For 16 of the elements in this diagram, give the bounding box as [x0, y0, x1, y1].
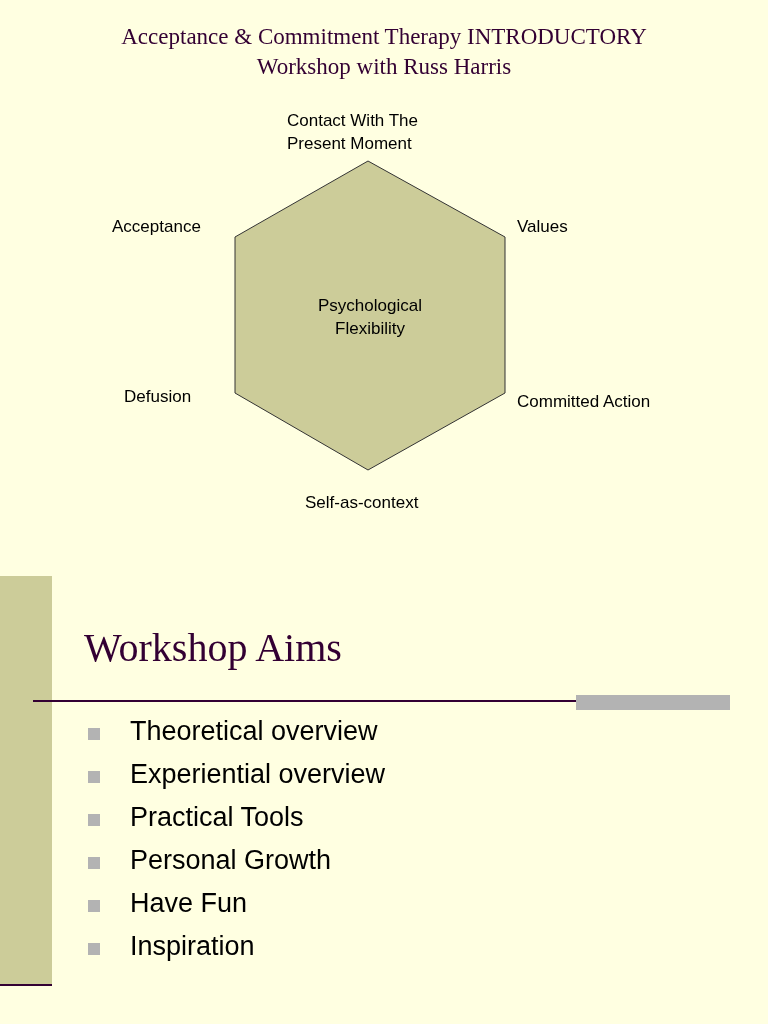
- bullet-text: Personal Growth: [130, 845, 332, 876]
- bullet-text: Theoretical overview: [130, 716, 378, 747]
- center-label: Psychological Flexibility: [317, 295, 423, 340]
- vertex-label: Contact With The Present Moment: [287, 110, 420, 155]
- hexagon-shape: [235, 160, 505, 471]
- slide-title: Acceptance & Commitment Therapy INTRODUCTORY Workshop with Russ Harris: [120, 23, 648, 81]
- bullet-text: Have Fun: [130, 888, 248, 919]
- vertex-label: Acceptance: [112, 216, 202, 238]
- vertex-label: Defusion: [124, 386, 193, 408]
- vertex-label: Values: [517, 216, 569, 238]
- bullet-text: Practical Tools: [130, 802, 304, 833]
- vertex-label: Committed Action: [517, 391, 652, 413]
- vertex-label: Self-as-context: [305, 492, 420, 514]
- bullet-text: Inspiration: [130, 931, 255, 962]
- bullet-text: Experiential overview: [130, 759, 386, 790]
- section-heading: Workshop Aims: [84, 624, 342, 671]
